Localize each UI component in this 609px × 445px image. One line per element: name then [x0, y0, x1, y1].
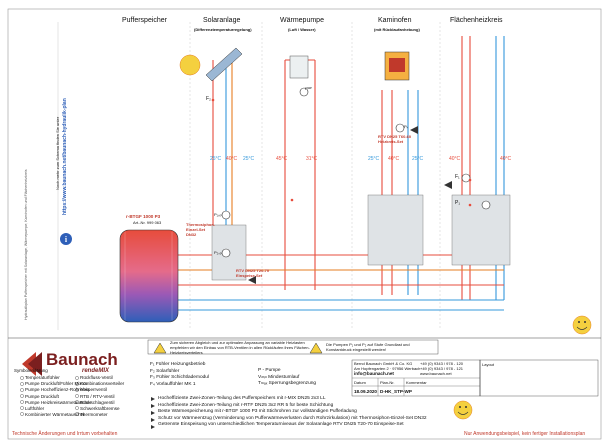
sensor-legend-item: Vₘᵢₙ Mindestumlauf: [258, 374, 300, 380]
legend-item: Pumpe Druckluft: [25, 393, 59, 399]
sensor-legend-col2: P - Pumpe Vₘᵢₙ Mindestumlauf Tₘₐₓ Sperru…: [258, 368, 316, 388]
sensor-legend-item: F₃ Fühler Schichtlademodul: [150, 375, 210, 381]
kamin-set-label: RTV DN25 T60-60 Heizkreis-Set: [378, 134, 412, 144]
sensor-legend-item: Tₘₐₓ Sperrungsbegrenzung: [258, 381, 317, 387]
info-box-pump: Die Pumpen P₁ und P₂ auf Stufe Grundlast…: [326, 342, 410, 352]
info-icon: i: [60, 233, 72, 245]
layout-label: Layout: [482, 362, 495, 367]
legend-item: Pumpe Druckluft/Fühler MixYa: [25, 381, 87, 387]
sensor-label: F₂: [206, 96, 211, 102]
comment-label: Kommentar: [406, 380, 427, 385]
legend-item: Temperaturfühler: [25, 375, 60, 380]
header-solaranlage: Solaranlage: [203, 17, 241, 24]
header-pufferspeicher: Pufferspeicher: [122, 17, 168, 24]
sensor-label: F₁: [455, 174, 460, 180]
company-phone-1: +49 (0) 9343 / 978 - 120: [420, 361, 464, 366]
wp-station-box: [367, 194, 424, 266]
legend-item: Rückfluss-Ventil: [80, 375, 113, 380]
company-phone-2: +49 (0) 9343 / 978 - 121: [420, 366, 464, 371]
subheader-solaranlage: (Differenztemperaturregelung): [194, 27, 252, 32]
plan-label: Plan-Nr.: [380, 380, 395, 385]
footer-right: Nur Anwendungsbeispiel, kein fertiger In…: [464, 431, 586, 437]
solar-collector: [179, 47, 243, 82]
sensor-legend-item: F₂ Solarfühler: [150, 368, 180, 374]
legend-title: Symbolerklärung: [14, 368, 48, 373]
temp-label: 45°C: [276, 156, 288, 162]
baunach-logo-mark: [22, 352, 42, 376]
header-flaechenheizkreis: Flächenheizkreis: [450, 17, 503, 24]
legend-item: Rückschlagventil: [80, 399, 115, 405]
heat-pump-unit: [289, 55, 309, 79]
smiley-icon: [453, 400, 473, 420]
date-label: Datum: [354, 380, 366, 385]
legend-item: Kombinationsverteiler: [80, 381, 125, 387]
temp-label: 40°C: [388, 156, 400, 162]
smiley-icon-right: [572, 315, 592, 335]
plan-date: 18.09.2020: [354, 389, 377, 394]
temp-label: 25°C: [243, 156, 255, 162]
company-web[interactable]: www.baunach.net: [420, 371, 452, 376]
subheader-waermepumpe: (Luft / Wasser): [288, 27, 316, 32]
note-item: Hocheffiziente Zwei-Zonen-Teilung des Pu…: [158, 396, 326, 401]
company-address: Am Hopfengarten 2 · 97956 Werbach: [354, 366, 421, 371]
subheader-kaminofen: (mit Rücklaufanhebung): [374, 27, 420, 32]
svg-text:i: i: [65, 235, 68, 244]
brand-sub: rendeMIX: [82, 368, 110, 374]
temp-label: 25°C: [210, 156, 222, 162]
heiz-station-box: [451, 194, 511, 266]
warning-icon: [153, 342, 167, 354]
legend-left: Temperaturfühler Pumpe Druckluft/Fühler …: [25, 375, 91, 418]
legend-item: Luftfühler: [25, 406, 45, 412]
sensor-legend-item: F₁ Fühler Heizungsbetrieb: [150, 362, 206, 367]
note-item: Schutz vor Wärmeentzug (Verminderung von…: [158, 415, 427, 421]
legend-item: Pumpe Hocheffizienz-Rohrkreis: [25, 387, 90, 393]
sensor-label: Pₖ: [404, 124, 409, 129]
legend-item: Absperrventil: [80, 387, 107, 393]
sensor-label: Pᵂᴾ: [305, 86, 312, 91]
footer-left: Technische Änderungen und Irrtum vorbeha…: [12, 431, 118, 437]
temp-label: 40°C: [500, 156, 512, 162]
side-text-2: https://www.baunach.net/baunach-hydrauli…: [62, 98, 68, 215]
sensor-label: P₁: [455, 200, 461, 206]
legend-item: Schwerkraftbremse: [80, 406, 120, 412]
sensor-label: P₂ₛₒₗ: [214, 250, 222, 255]
header-waermepumpe: Wärmepumpe: [280, 17, 324, 24]
note-item: Beste Wärmespeicherung mit r-BTGF 1000 P…: [158, 409, 357, 415]
warning-icon-2: [309, 342, 323, 354]
tank-part: Art.-Nr. 999 063: [133, 220, 162, 225]
temp-label: 31°C: [306, 156, 318, 162]
sol-station-label: RTV DN25 T20-70 Einspeise-Set: [236, 268, 270, 278]
info-box-text: Zum sicheren Abgleich und zur optimalen …: [170, 340, 310, 355]
side-text-1: Noch mehr zum Schema finden Sie unter: [55, 116, 60, 190]
stove-unit: [384, 51, 410, 81]
note-item: Hocheffiziente Zwei-Zonen-Teilung mit r-…: [158, 402, 334, 408]
company-name: Bernd Baunach GmbH & Co. KG: [354, 361, 413, 366]
sensor-legend-item: F₄ Vorlauffühler MK 1: [150, 381, 196, 387]
temp-label: 40°C: [226, 156, 238, 162]
notes-list: Hocheffiziente Zwei-Zonen-Teilung des Pu…: [158, 396, 427, 429]
temp-label: 40°C: [449, 156, 461, 162]
legend-right: Rückfluss-Ventil Kombinationsverteiler A…: [80, 375, 124, 418]
solar-set-label: Thermosiphon-Einzel-Set DN32: [186, 222, 216, 237]
brand-name: Baunach: [46, 350, 118, 369]
note-item: Getrennte Einspeisung von unterschiedlic…: [158, 422, 404, 428]
tank-title: r-BTGF 1000 P3: [126, 214, 161, 219]
sensor-legend-item: P - Pumpe: [258, 368, 281, 373]
temp-label: 25°C: [368, 156, 380, 162]
plan-number: D-HK_STP-WP: [380, 389, 412, 394]
legend-item: Pumpe Heizkreiswärmetauscher: [25, 399, 92, 405]
company-email[interactable]: info@baunach.net: [354, 371, 394, 376]
header-kaminofen: Kaminofen: [378, 17, 412, 24]
legend-item: RTB / RTV-Ventil: [80, 393, 115, 399]
sensor-legend-col1: F₁ Fühler Heizungsbetrieb F₂ Solarfühler…: [150, 362, 209, 388]
buffer-tank: [119, 229, 179, 323]
legend-item: Thermometer: [80, 412, 108, 418]
sensor-label: P₁ₛₒₗ: [214, 212, 222, 217]
side-vertical: Hydraulikplan Pufferspeicher mit Solaran…: [24, 169, 28, 320]
legend-item: Kombinierter Wärmetauscher: [25, 412, 85, 418]
temp-label: 25°C: [412, 156, 424, 162]
